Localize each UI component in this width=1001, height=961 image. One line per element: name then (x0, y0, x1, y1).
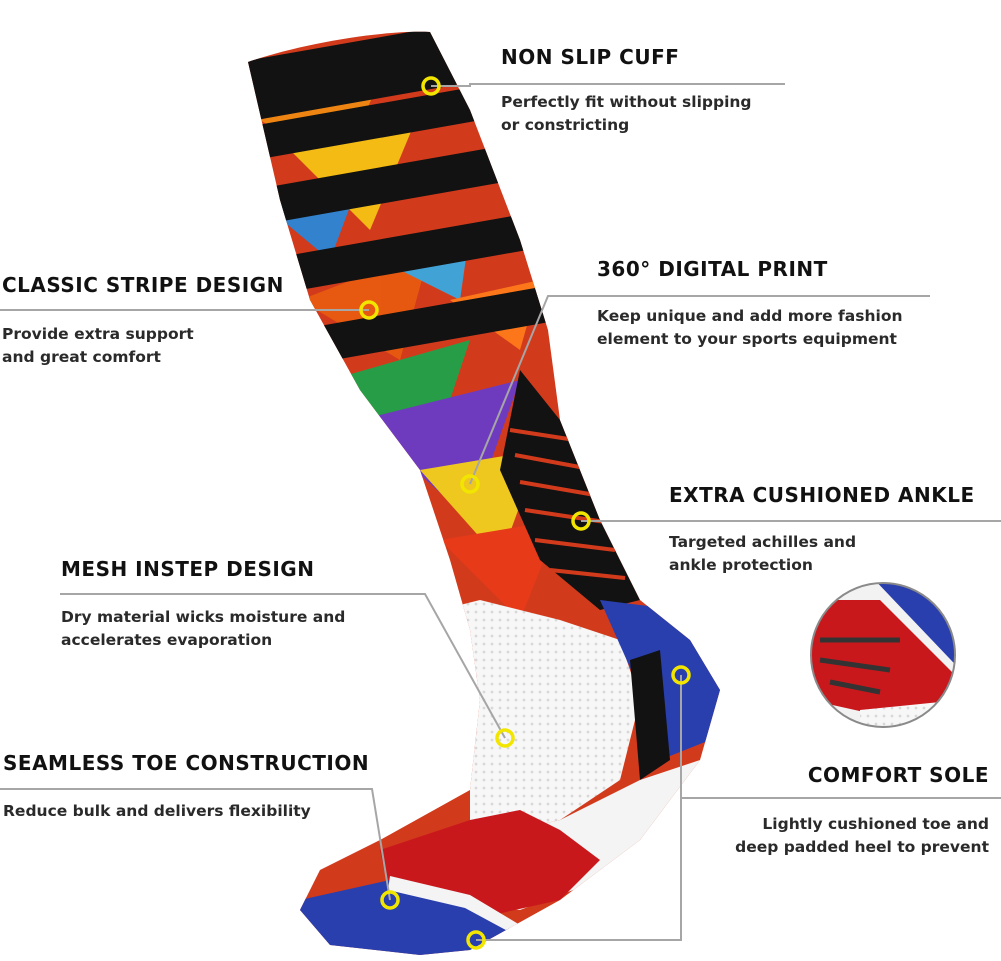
marker-seamless-toe (380, 890, 400, 910)
feature-description-line: Targeted achilles and (669, 533, 857, 551)
feature-title: NON SLIP CUFF (501, 45, 680, 69)
feature-comfort-sole: COMFORT SOLE Lightly cushioned toe and d… (689, 763, 989, 859)
feature-title: EXTRA CUSHIONED ANKLE (669, 483, 975, 507)
feature-title: SEAMLESS TOE CONSTRUCTION (3, 751, 370, 775)
marker-mesh-instep (495, 728, 515, 748)
feature-description-line: Dry material wicks moisture and (61, 608, 346, 626)
closeup-inset (810, 582, 956, 728)
feature-description-line: accelerates evaporation (61, 631, 273, 649)
feature-description-line: and great comfort (2, 348, 161, 366)
feature-title: CLASSIC STRIPE DESIGN (2, 273, 284, 297)
feature-classic-stripe: CLASSIC STRIPE DESIGN Provide extra supp… (2, 273, 284, 369)
feature-digital-print: 360° DIGITAL PRINT Keep unique and add m… (597, 257, 903, 351)
feature-non-slip-cuff: NON SLIP CUFF Perfectly fit without slip… (501, 45, 752, 137)
feature-description-line: element to your sports equipment (597, 330, 897, 348)
feature-mesh-instep: MESH INSTEP DESIGN Dry material wicks mo… (61, 557, 345, 652)
feature-description-line: Perfectly fit without slipping (501, 93, 752, 111)
marker-cushioned-ankle (571, 511, 591, 531)
feature-description-line: Keep unique and add more fashion (597, 307, 903, 325)
feature-description-line: Provide extra support (2, 325, 194, 343)
feature-seamless-toe: SEAMLESS TOE CONSTRUCTION Reduce bulk an… (3, 751, 369, 823)
feature-title: MESH INSTEP DESIGN (61, 557, 315, 581)
feature-description-line: Lightly cushioned toe and (762, 815, 989, 833)
marker-comfort-sole (671, 665, 691, 685)
feature-cushioned-ankle: EXTRA CUSHIONED ANKLE Targeted achilles … (669, 483, 975, 577)
feature-markers (359, 76, 691, 950)
marker-classic-stripe (359, 300, 379, 320)
marker-sole-toe (466, 930, 486, 950)
feature-description-line: deep padded heel to prevent (735, 838, 989, 856)
feature-description-line: ankle protection (669, 556, 813, 574)
marker-non-slip-cuff (421, 76, 441, 96)
feature-title: COMFORT SOLE (807, 763, 989, 787)
leader-lines (0, 83, 1001, 941)
feature-description-line: or constricting (501, 116, 630, 134)
feature-description-line: Reduce bulk and delivers flexibility (3, 802, 311, 820)
feature-title: 360° DIGITAL PRINT (597, 257, 828, 281)
marker-digital-print (460, 474, 480, 494)
